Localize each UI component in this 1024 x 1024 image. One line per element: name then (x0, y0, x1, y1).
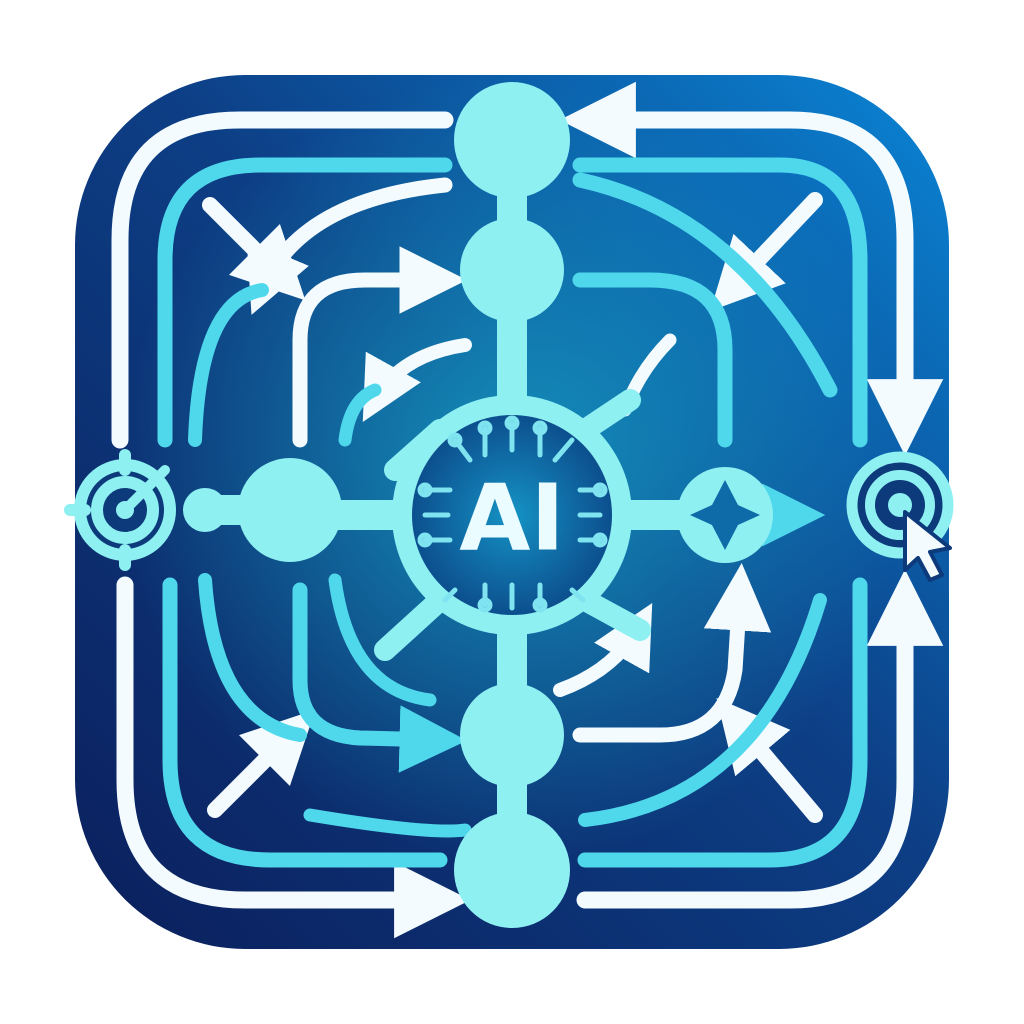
outer-loop-arrows (371, 81, 944, 939)
node-left-small (183, 488, 227, 532)
center-core (412, 415, 612, 615)
inner-arcs (188, 172, 838, 838)
node-upper (460, 218, 564, 322)
node-left (238, 458, 342, 562)
middle-loop-lines (157, 157, 868, 868)
center-ai-label: AI (459, 465, 564, 572)
target-icon (64, 449, 176, 571)
circuit-traces (417, 415, 608, 613)
target-cursor-icon (846, 451, 954, 582)
node-lower (460, 683, 564, 787)
node-bottom (454, 812, 570, 928)
node-top (454, 82, 570, 198)
sparkle-icon (690, 480, 760, 550)
outer-loop-lines (111, 111, 944, 909)
